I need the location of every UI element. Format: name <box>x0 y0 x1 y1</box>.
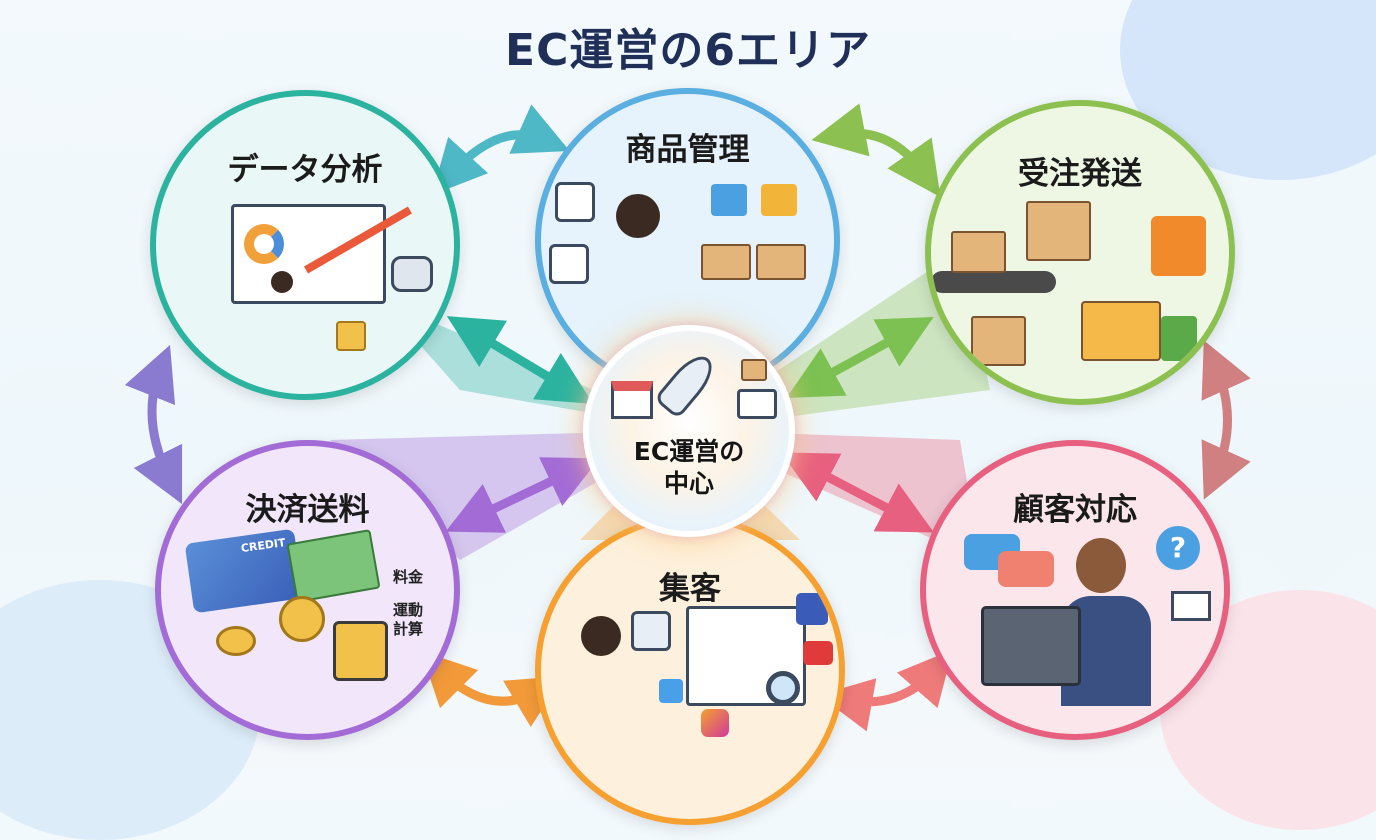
arrow-center-support <box>781 452 934 533</box>
youtube-icon <box>803 641 833 665</box>
area-label: 集客 <box>659 571 721 607</box>
calc-label: 運動計算 <box>393 601 423 639</box>
chat-bubble-icon <box>998 551 1054 587</box>
area-label: 決済送料 <box>245 492 370 528</box>
card-text: CREDIT <box>240 536 287 556</box>
checklist-icon <box>549 244 589 284</box>
box-icon <box>951 231 1006 273</box>
storefront-icon <box>611 381 653 419</box>
robot-icon <box>391 256 433 292</box>
arrow-center-payment <box>445 457 600 533</box>
computer-monitor-icon <box>981 606 1081 686</box>
mail-icon <box>1171 591 1211 621</box>
area-label: 商品管理 <box>625 132 750 168</box>
conveyor-belt-icon <box>931 271 1056 293</box>
arrow-center-shipping <box>786 316 934 399</box>
dollar-coin-icon <box>279 596 325 642</box>
coins-icon <box>336 321 366 351</box>
rocket-icon <box>653 348 721 420</box>
arrow-shipping-support <box>1201 340 1251 500</box>
instagram-icon <box>701 709 729 737</box>
area-payment-shipping-fees[interactable]: 決済送料 CREDIT 料金 運動計算 <box>155 440 460 740</box>
center-hub[interactable]: EC運営の中心 <box>583 325 795 537</box>
box-icon <box>1026 201 1091 261</box>
person-with-tablet-icon <box>616 194 660 238</box>
arrow-data-product <box>431 104 570 195</box>
area-order-shipping[interactable]: 受注発送 <box>925 100 1235 405</box>
center-line-1: EC運営の <box>633 437 745 466</box>
megaphone-icon <box>631 611 671 651</box>
center-line-2: 中心 <box>663 469 714 498</box>
calendar-icon <box>555 182 595 222</box>
page-title: EC運営の6エリア <box>505 25 871 76</box>
online-shop-monitor-icon <box>737 389 777 419</box>
facebook-icon <box>796 593 828 625</box>
area-label: データ分析 <box>227 152 383 188</box>
person-icon <box>271 271 293 293</box>
padlock-icon <box>333 621 388 681</box>
magnifier-icon <box>766 671 800 705</box>
delivery-truck-icon <box>1081 301 1161 361</box>
operator-person-icon <box>1076 538 1126 593</box>
arrow-data-payment <box>124 344 183 505</box>
twitter-icon <box>659 679 683 703</box>
person-megaphone-icon <box>581 616 621 656</box>
area-label: 受注発送 <box>1018 156 1142 192</box>
question-bubble-icon: ? <box>1156 526 1200 570</box>
box-icon <box>741 359 767 381</box>
arrow-product-shipping <box>811 103 941 198</box>
arrow-marketing-support <box>818 649 953 732</box>
area-label: 顧客対応 <box>1013 492 1137 528</box>
forklift-icon <box>1151 216 1206 276</box>
box-icon <box>756 244 806 280</box>
arrow-payment-marketing <box>420 650 564 728</box>
truck-cab-icon <box>1161 316 1197 361</box>
arrow-center-data <box>446 316 594 404</box>
tshirt-icon <box>761 184 797 216</box>
area-customer-acquisition[interactable]: 集客 <box>535 515 845 825</box>
center-label: EC運営の中心 <box>589 436 789 500</box>
area-product-management[interactable]: 商品管理 <box>535 88 840 393</box>
box-icon <box>971 316 1026 366</box>
banknotes-icon <box>286 529 381 603</box>
fee-label: 料金 <box>393 568 424 586</box>
area-data-analysis[interactable]: データ分析 <box>150 90 460 400</box>
donut-chart-icon <box>244 224 284 264</box>
credit-card-icon: CREDIT <box>184 528 304 614</box>
calc-line-1: 運動 <box>393 601 424 619</box>
tshirt-icon <box>711 184 747 216</box>
calc-line-2: 計算 <box>393 620 424 638</box>
coins-stack-icon <box>216 626 256 656</box>
area-customer-support[interactable]: 顧客対応 ? <box>920 440 1230 740</box>
box-icon <box>701 244 751 280</box>
